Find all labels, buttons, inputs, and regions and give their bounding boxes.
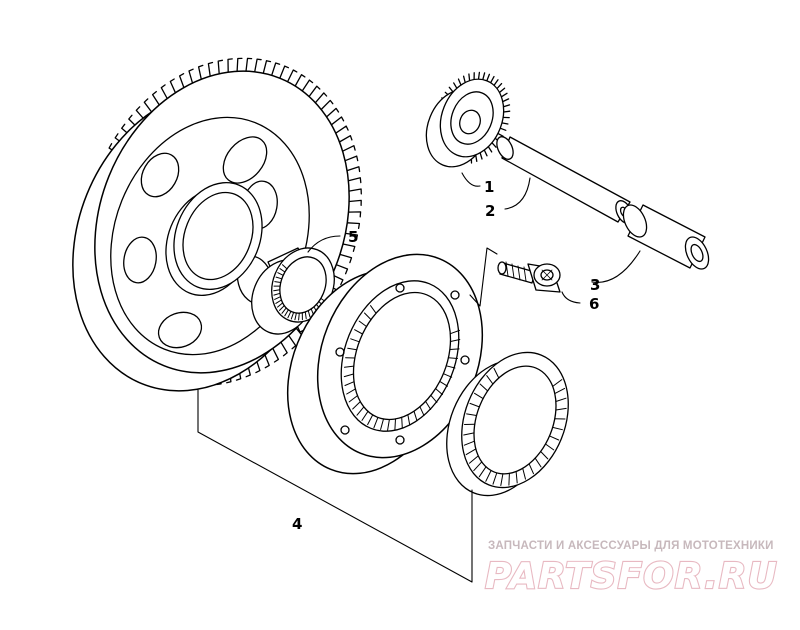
bushing [622,204,710,270]
callout-6: 6 [589,295,599,313]
needle-bearing [251,247,335,335]
callout-5: 5 [348,228,358,246]
callout-3: 3 [590,276,600,294]
callout-1: 1 [484,178,494,196]
clutch-rollers [343,305,461,431]
watermark-tagline: ЗАПЧАСТИ И АКСЕССУАРЫ ДЛЯ МОТОТЕХНИКИ [488,540,774,552]
callout-2: 2 [485,202,495,220]
shaft [496,136,633,224]
sprag-ring [446,351,569,497]
leader-lines [197,172,641,583]
sprag-elements [463,367,567,486]
callout-4: 4 [292,515,302,533]
bolt [497,261,561,293]
clutch-housing [286,253,484,475]
watermark-logo: PARTSFOR.RU [485,556,778,597]
idler-gear [425,71,511,168]
